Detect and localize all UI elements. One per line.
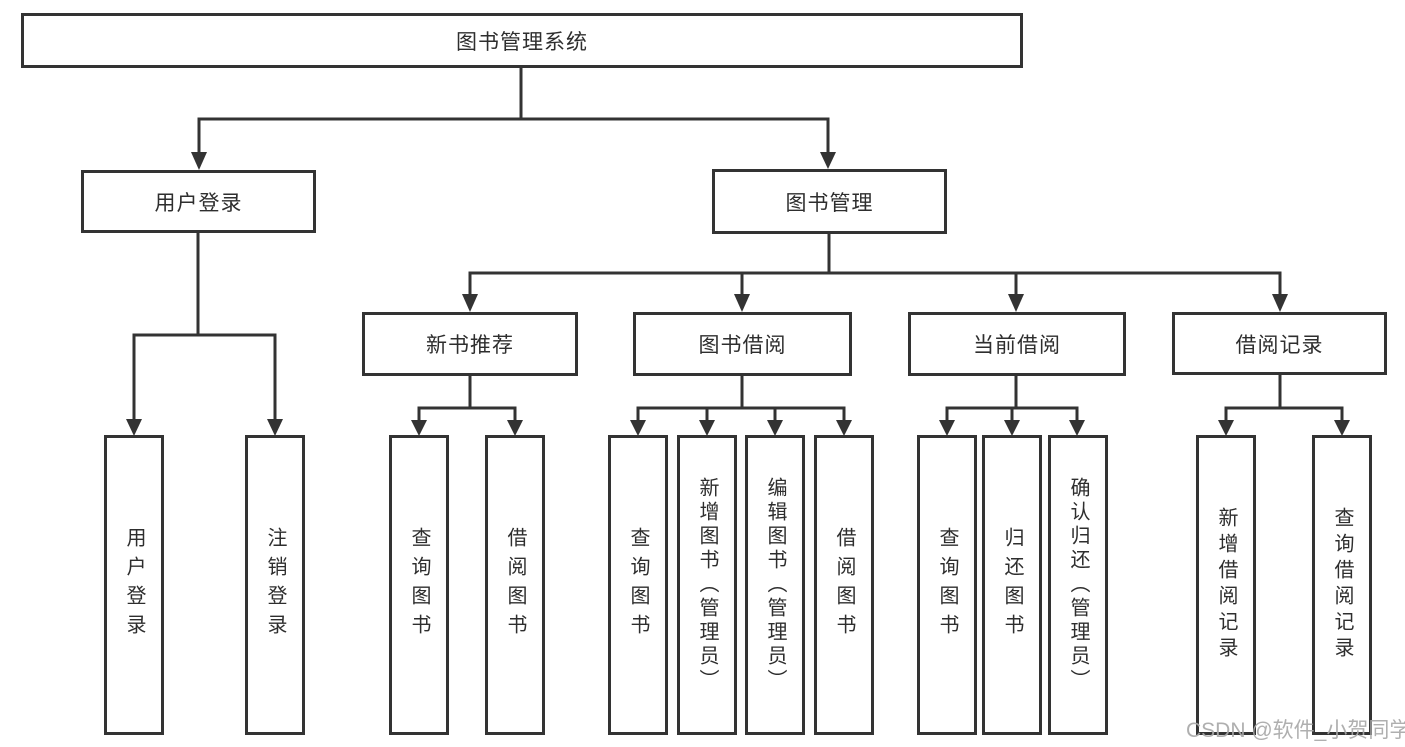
leaf-return-books: 归还图书 bbox=[982, 435, 1042, 735]
connector-newbook-split bbox=[417, 374, 517, 422]
watermark: CSDN @软件_小贺同学 bbox=[1186, 719, 1405, 742]
node-user-login: 用户登录 bbox=[81, 170, 316, 233]
leaf-borrow-books-newbook: 借阅图书 bbox=[485, 435, 545, 735]
connector-borrowrecord-split bbox=[1224, 373, 1344, 422]
node-root: 图书管理系统 bbox=[21, 13, 1023, 68]
connector-currentborrow-split bbox=[945, 374, 1079, 422]
leaf-query-books-newbook: 查询图书 bbox=[389, 435, 449, 735]
node-book-borrowing: 图书借阅 bbox=[633, 312, 852, 376]
node-borrowing-records: 借阅记录 bbox=[1172, 312, 1387, 375]
connector-root-to-level2 bbox=[197, 66, 830, 154]
leaf-query-borrow-record: 查询借阅记录 bbox=[1312, 435, 1372, 735]
node-new-book-recommendation: 新书推荐 bbox=[362, 312, 578, 376]
leaf-confirm-return-admin: 确认归还（管理员） bbox=[1048, 435, 1108, 735]
leaf-query-books-borrow: 查询图书 bbox=[608, 435, 668, 735]
connector-bookmgmt-to-level3 bbox=[468, 232, 1282, 296]
leaf-edit-book-admin: 编辑图书（管理员） bbox=[745, 435, 805, 735]
connector-userlogin-split bbox=[132, 231, 277, 421]
leaf-query-books-current: 查询图书 bbox=[917, 435, 977, 735]
leaf-user-login: 用户登录 bbox=[104, 435, 164, 735]
leaf-logout-login: 注销登录 bbox=[245, 435, 305, 735]
connector-bookborrow-split bbox=[636, 374, 846, 422]
arrowheads bbox=[126, 152, 1350, 436]
node-book-management: 图书管理 bbox=[712, 169, 947, 234]
leaf-add-borrow-record: 新增借阅记录 bbox=[1196, 435, 1256, 735]
leaf-add-book-admin: 新增图书（管理员） bbox=[677, 435, 737, 735]
leaf-borrow-books-borrow: 借阅图书 bbox=[814, 435, 874, 735]
node-current-borrowing: 当前借阅 bbox=[908, 312, 1126, 376]
